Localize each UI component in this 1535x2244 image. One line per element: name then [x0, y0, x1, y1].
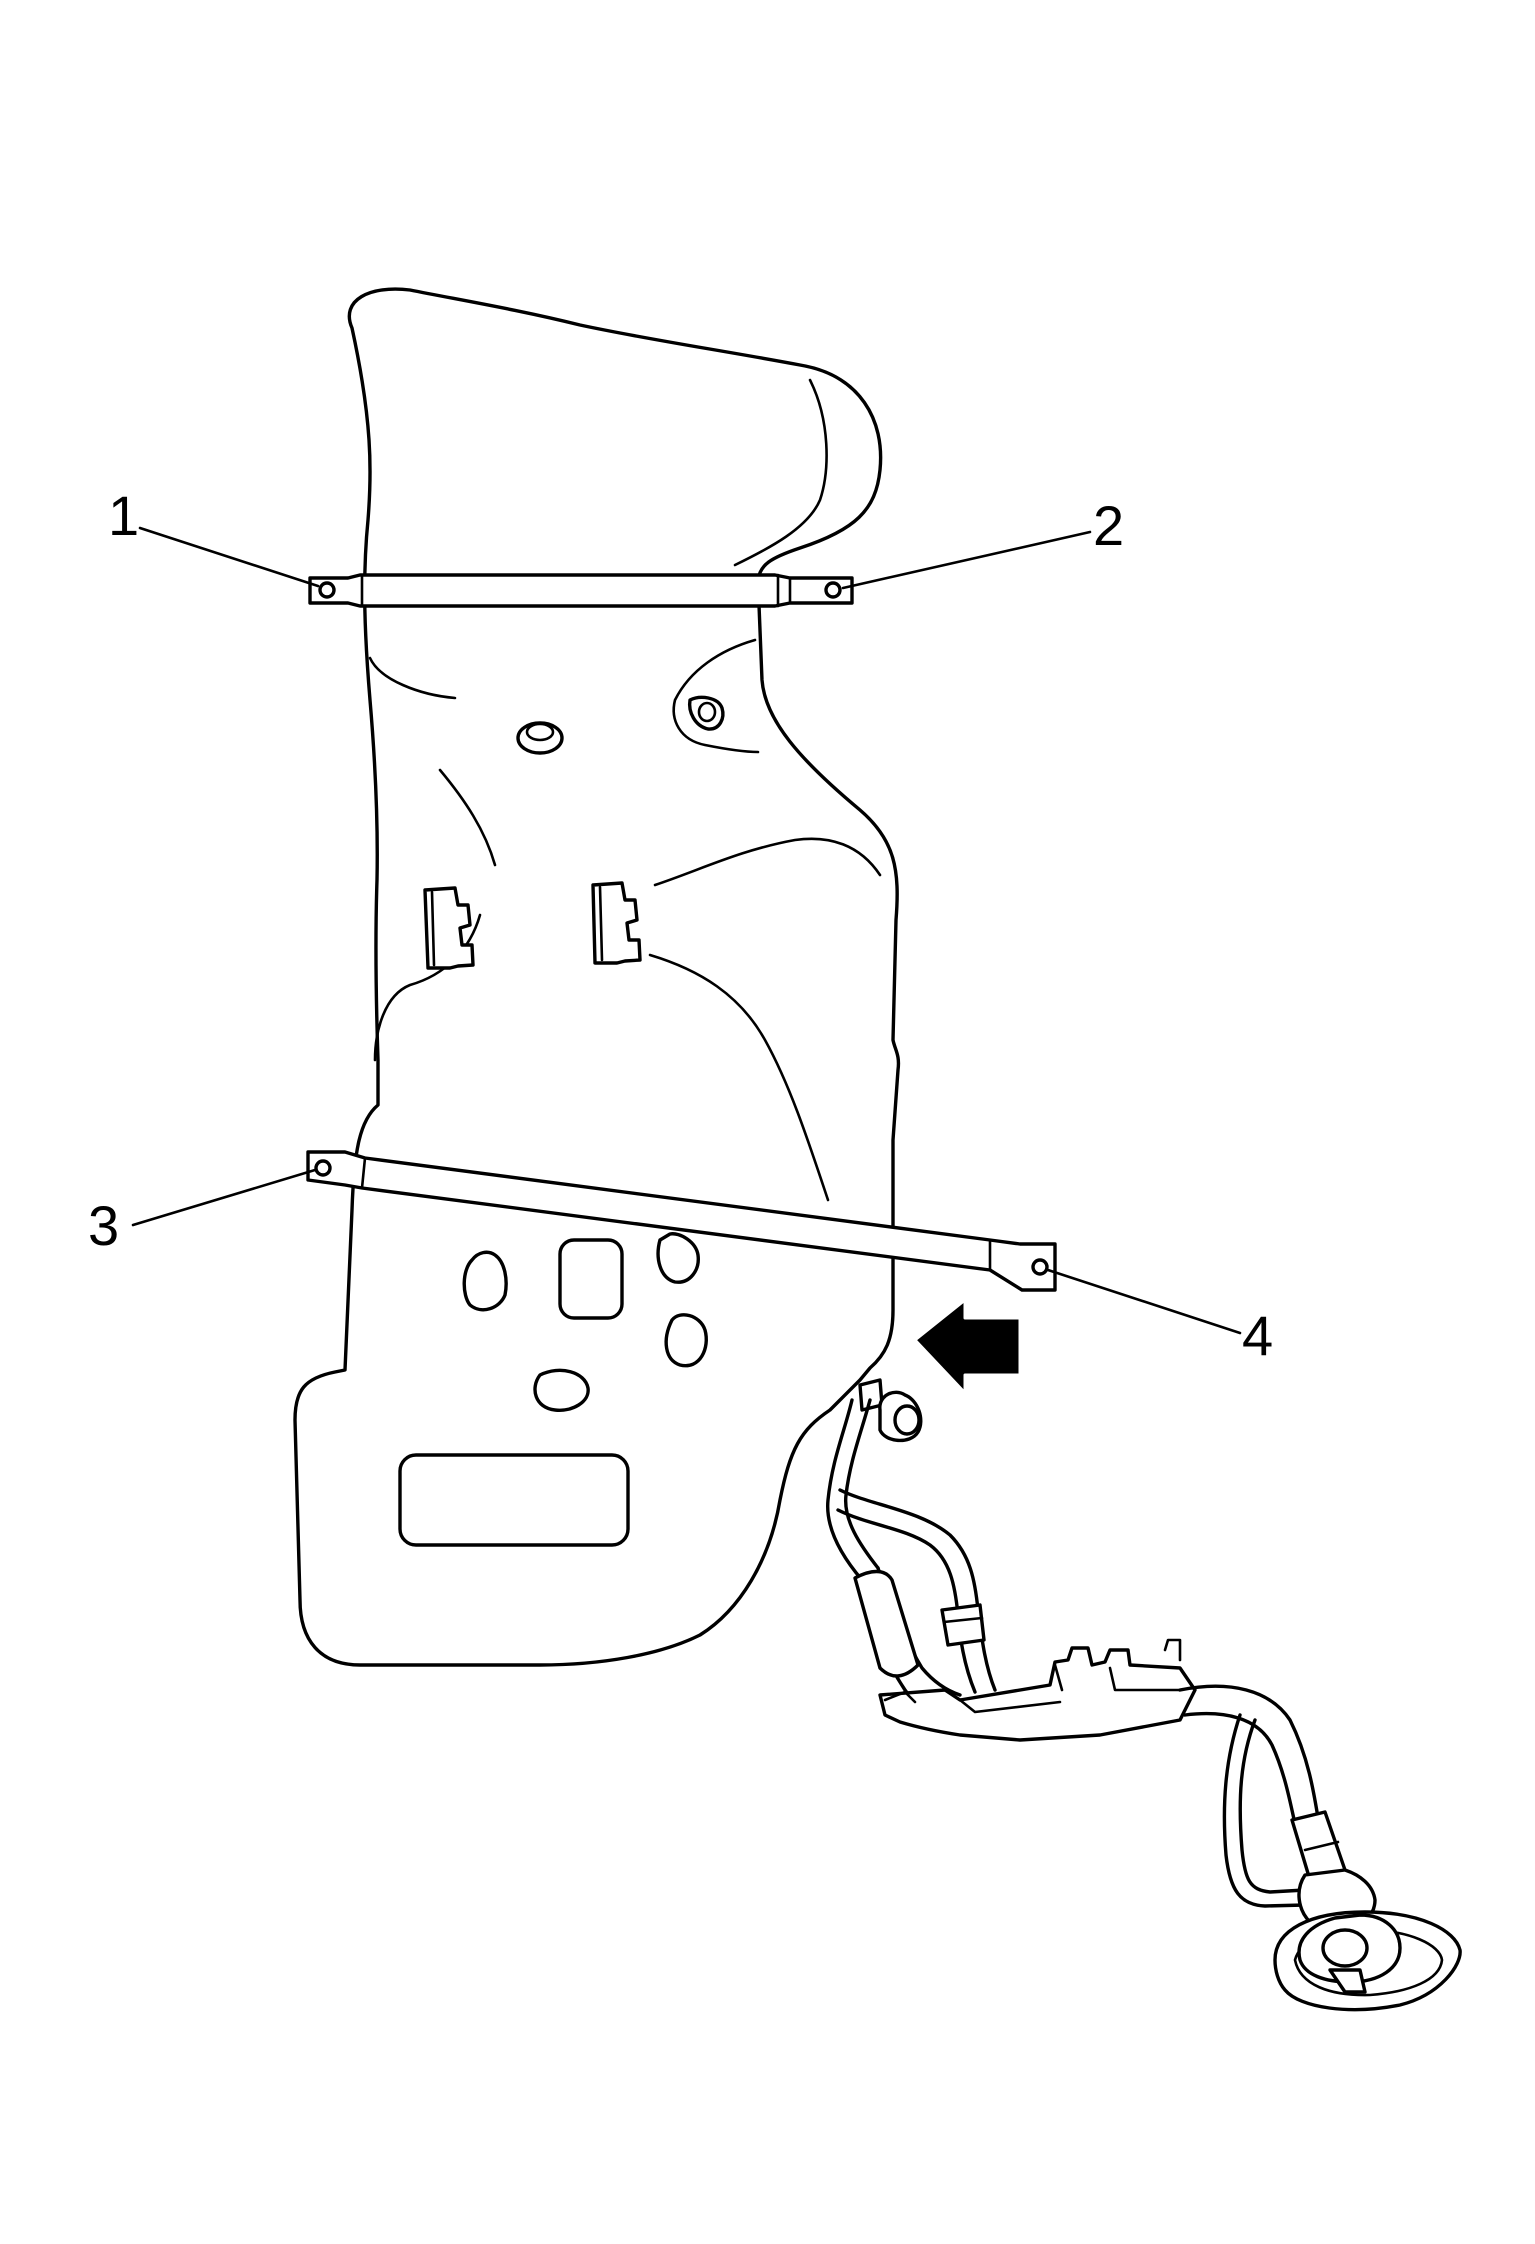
cavity-5 — [533, 1368, 590, 1412]
callout-leaders — [131, 526, 1242, 1335]
callout-4: 4 — [1242, 1304, 1273, 1367]
leader-1 — [138, 526, 320, 588]
callout-2: 2 — [1093, 494, 1124, 557]
arrow-left-icon — [913, 1298, 1022, 1395]
leader-4 — [1046, 1268, 1242, 1335]
callout-1: 1 — [108, 484, 139, 547]
leader-2 — [841, 530, 1092, 590]
callout-3: 3 — [88, 1194, 119, 1257]
tank-clip-right — [591, 881, 642, 965]
cavity-1 — [462, 1250, 508, 1312]
strap-bolt-hole-3 — [314, 1159, 332, 1177]
skid-pad — [398, 1453, 630, 1547]
fuel-tank — [293, 287, 901, 1667]
strap-bolt-hole-right — [824, 581, 842, 599]
cavity-3 — [656, 1232, 700, 1284]
tank-clip-left — [423, 886, 475, 970]
cavity-4 — [664, 1313, 708, 1368]
lower-strap — [306, 1150, 1057, 1292]
strap-bolt-hole-left — [318, 581, 336, 599]
leader-3 — [131, 1168, 317, 1227]
strap-bolt-hole-4 — [1031, 1258, 1049, 1276]
fuel-lines — [826, 1378, 1462, 2012]
upper-strap — [308, 573, 854, 608]
cavity-2 — [558, 1238, 624, 1320]
